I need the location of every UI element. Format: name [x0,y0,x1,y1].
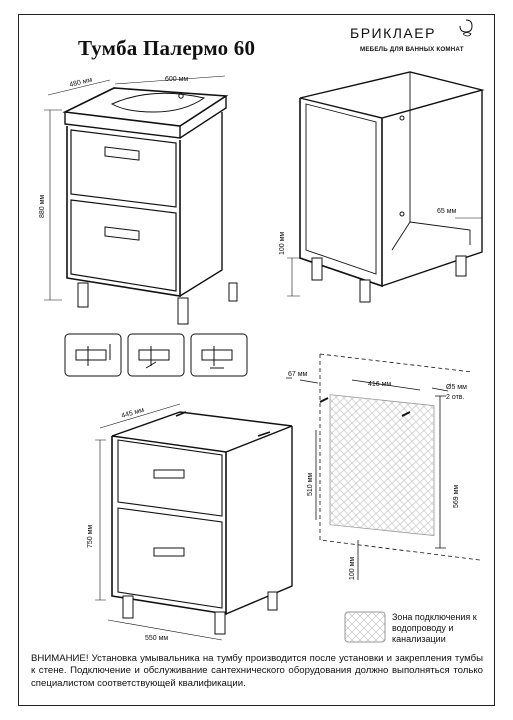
left-offset-67-label: 67 мм [288,371,308,378]
width-600-label: 600 мм [165,76,188,83]
height-750-label: 750 мм [87,525,94,548]
page-title: Тумба Палермо 60 [78,36,256,60]
hinge-adjustment-steps [64,333,248,377]
cabinet-front-view [95,403,293,641]
zone-height-510-label: 510 мм [307,473,314,496]
hole-height-569-label: 569 мм [453,485,460,508]
hole-diameter-label: Ø5 мм [446,384,467,391]
hinge-step-3-icon [190,333,248,377]
cabinet-frame-view [287,71,485,303]
gap-65-label: 65 мм [437,208,457,215]
hinge-step-2-icon [127,333,185,377]
width-550-label: 550 мм [145,635,168,642]
brand-emblem-icon [459,19,473,37]
floor-offset-100-label: 100 мм [349,557,356,580]
hole-count-label: 2 отв. [446,394,465,401]
connection-zone-legend: Зона подключения к водопроводу и канализ… [392,612,477,644]
leg-height-100-label: 100 мм [279,232,286,255]
installation-notice: ВНИМАНИЕ! Установка умывальника на тумбу… [31,653,483,689]
brand-tagline: МЕБЕЛЬ ДЛЯ ВАННЫХ КОМНАТ [360,46,464,53]
hinge-step-1-icon [64,333,122,377]
connection-zone-swatch [344,611,386,643]
height-880-label: 880 мм [39,195,46,218]
wall-layout-view [286,353,481,580]
hole-spacing-416-label: 416 мм [368,381,391,388]
page-border [18,14,495,706]
brand-logo-name: БРИКЛАЕР [350,25,436,41]
vanity-with-basin-view [44,75,238,325]
